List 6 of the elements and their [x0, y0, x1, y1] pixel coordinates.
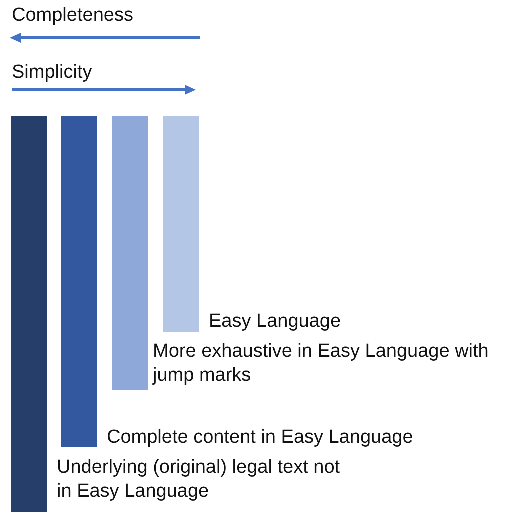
bar-caption: Easy Language	[209, 310, 342, 334]
axis-label: Simplicity	[12, 61, 92, 85]
axis-label: Completeness	[12, 4, 134, 28]
bar-caption: More exhaustive in Easy Language with jump marks	[153, 340, 490, 388]
bar-caption: Complete content in Easy Language	[107, 426, 414, 450]
bar-caption: Underlying (original) legal text not in Easy Language	[57, 456, 342, 504]
